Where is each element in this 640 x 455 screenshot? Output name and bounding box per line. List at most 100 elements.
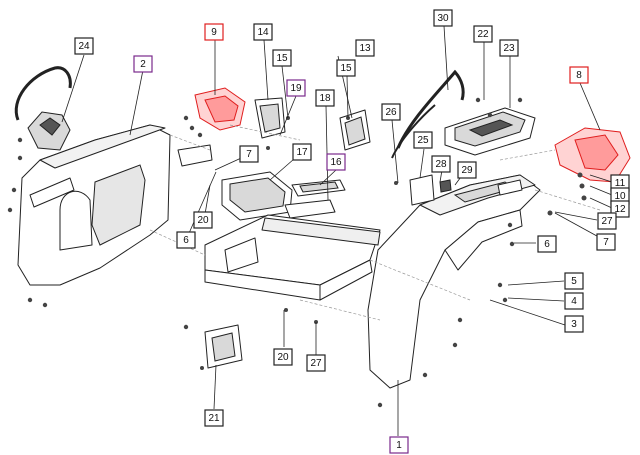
callout-number: 3 <box>571 319 577 330</box>
callout-box <box>569 66 589 84</box>
callout-number: 16 <box>330 157 342 168</box>
callout-box <box>74 37 94 55</box>
callout-number: 18 <box>319 93 331 104</box>
right-fender-part[interactable] <box>367 174 541 389</box>
callout-number: 26 <box>385 107 397 118</box>
callout-box <box>204 409 224 427</box>
callout-14: 14 <box>253 23 273 41</box>
callout-number: 4 <box>571 296 577 307</box>
callout-number: 17 <box>296 147 308 158</box>
panel-plate-14[interactable] <box>254 97 286 139</box>
callout-box <box>537 235 557 253</box>
callout-5: 5 <box>564 272 584 290</box>
callout-11: 11 <box>610 174 630 192</box>
callout-number: 15 <box>340 63 352 74</box>
panel-plate-13[interactable] <box>339 109 371 151</box>
left-fender-part[interactable] <box>17 124 171 286</box>
callout-8: 8 <box>569 66 589 84</box>
callout-15: 15 <box>336 59 356 77</box>
rear-mudguard-left-highlight[interactable] <box>194 87 246 131</box>
cab-floor-frame-part[interactable] <box>204 214 381 301</box>
assembly-guide-lines <box>149 124 601 321</box>
callout-number: 28 <box>435 159 447 170</box>
callout-number: 10 <box>614 191 626 202</box>
callout-number: 24 <box>78 41 90 52</box>
callout-box <box>176 231 196 249</box>
callout-box <box>133 55 153 73</box>
callout-box <box>564 292 584 310</box>
small-bracket-part[interactable] <box>177 144 213 167</box>
callout-box <box>433 9 453 27</box>
callout-16: 16 <box>326 153 346 171</box>
callout-number: 29 <box>461 165 473 176</box>
callout-26: 26 <box>381 103 401 121</box>
callout-box <box>431 155 451 173</box>
callout-number: 19 <box>290 83 302 94</box>
callout-box <box>326 153 346 171</box>
callout-13: 13 <box>355 39 375 57</box>
callout-box <box>306 354 326 372</box>
callout-box <box>273 348 293 366</box>
callout-25: 25 <box>413 131 433 149</box>
callout-box <box>292 143 312 161</box>
fastener-bolts <box>7 97 587 408</box>
callout-number: 7 <box>603 237 609 248</box>
heater-unit-part[interactable] <box>221 171 293 221</box>
callout-number: 25 <box>417 135 429 146</box>
callout-number: 27 <box>310 358 322 369</box>
callout-box <box>564 272 584 290</box>
callout-number: 20 <box>197 215 209 226</box>
callout-box <box>336 59 356 77</box>
callout-number: 22 <box>477 29 489 40</box>
callout-box <box>596 233 616 251</box>
callout-number: 13 <box>359 43 371 54</box>
callout-box <box>204 23 224 41</box>
callout-24: 24 <box>74 37 94 55</box>
callout-box <box>193 211 213 229</box>
callout-number: 5 <box>571 276 577 287</box>
callout-box <box>355 39 375 57</box>
callout-20: 20 <box>193 211 213 229</box>
callout-27: 27 <box>306 354 326 372</box>
callout-28: 28 <box>431 155 451 173</box>
callout-number: 12 <box>614 204 626 215</box>
callout-6: 6 <box>176 231 196 249</box>
callout-number: 20 <box>277 352 289 363</box>
rear-mudguard-right-highlight[interactable] <box>554 127 631 183</box>
callout-number: 14 <box>257 27 269 38</box>
callout-2: 2 <box>133 55 153 73</box>
callout-3: 3 <box>564 315 584 333</box>
callout-number: 8 <box>576 70 582 81</box>
vent-cover-part[interactable] <box>291 179 346 197</box>
callout-box <box>473 25 493 43</box>
grab-rail-part[interactable] <box>391 69 465 159</box>
callout-number: 23 <box>503 43 515 54</box>
window-seal-part[interactable] <box>204 324 243 369</box>
mounting-bracket-part[interactable] <box>409 174 452 206</box>
callout-7: 7 <box>596 233 616 251</box>
callout-box <box>389 436 409 454</box>
storage-box-part[interactable] <box>444 107 536 156</box>
callout-17: 17 <box>292 143 312 161</box>
callout-22: 22 <box>473 25 493 43</box>
callout-23: 23 <box>499 39 519 57</box>
callout-number: 30 <box>437 13 449 24</box>
callout-7: 7 <box>239 145 259 163</box>
callout-20: 20 <box>273 348 293 366</box>
callout-box <box>413 131 433 149</box>
callout-number: 6 <box>544 239 550 250</box>
grab-handle-part[interactable] <box>14 66 72 151</box>
callout-number: 6 <box>183 235 189 246</box>
callout-box <box>272 49 292 67</box>
callout-box <box>286 79 306 97</box>
callout-15: 15 <box>272 49 292 67</box>
callout-box <box>315 89 335 107</box>
callout-box <box>564 315 584 333</box>
callout-4: 4 <box>564 292 584 310</box>
callout-box <box>457 161 477 179</box>
floor-plate-part[interactable] <box>284 199 336 219</box>
callout-box <box>381 103 401 121</box>
callout-9: 9 <box>204 23 224 41</box>
